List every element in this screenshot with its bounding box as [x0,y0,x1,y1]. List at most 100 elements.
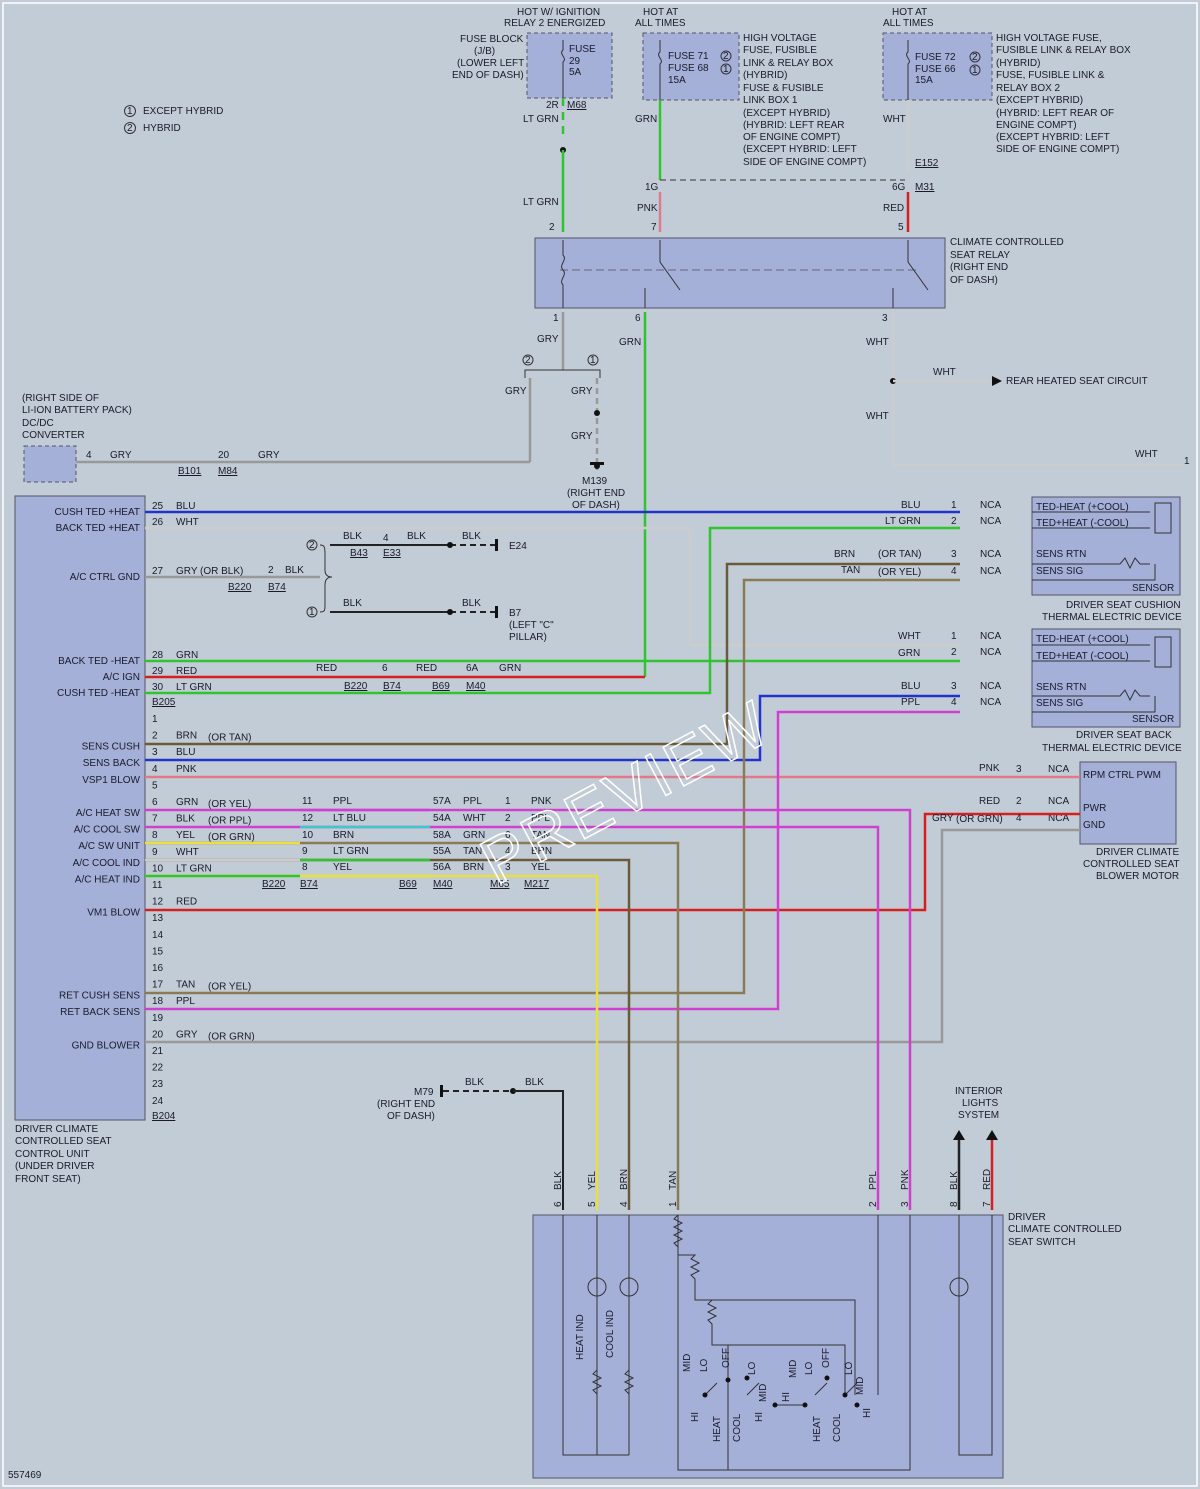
svg-text:WHT: WHT [866,411,889,422]
svg-text:5: 5 [898,222,904,233]
relay-output-wires: GRY 2 1 GRY GRY GRY M139 (RIGHT END OF D… [505,312,1190,677]
pin-wire-alt: (OR PPL) [208,816,251,827]
svg-text:E24: E24 [509,541,527,552]
pin-wire-color: GRN [176,797,198,808]
switch-pin-number: 7 [982,1201,993,1207]
pin-number: 11 [152,880,163,891]
pin-wire-color: LT GRN [176,682,212,693]
svg-text:4: 4 [383,533,389,544]
pin-wire-color: GRY [176,1029,198,1040]
switch-wire-label: PPL [868,1171,879,1190]
svg-text:58A: 58A [433,830,451,841]
svg-text:TAN: TAN [841,565,860,576]
svg-text:B220: B220 [344,681,368,692]
svg-text:RED: RED [316,663,337,674]
svg-text:55A: 55A [433,846,451,857]
svg-text:NCA: NCA [1048,796,1069,807]
svg-text:PWR: PWR [1083,803,1106,814]
svg-text:4: 4 [951,697,957,708]
svg-text:B204: B204 [152,1111,176,1122]
svg-text:B74: B74 [300,879,318,890]
pin-number: 6 [152,797,158,808]
harness-wires: RED 6 RED 6A GRN B220 B74 B69 M40 [145,510,1020,1210]
switch-wire-label: YEL [587,1171,598,1190]
svg-text:HEAT: HEAT [812,1416,823,1442]
led-icon [619,1277,639,1297]
pin-number: 9 [152,847,158,858]
fuse-box-1 [642,32,740,101]
pin-number: 22 [152,1063,164,1074]
svg-text:M40: M40 [466,681,486,692]
svg-text:(RIGHT END: (RIGHT END [950,262,1008,273]
svg-text:FUSE, FUSIBLE: FUSE, FUSIBLE [743,45,817,56]
svg-text:B220: B220 [262,879,286,890]
svg-text:8: 8 [302,862,308,873]
svg-text:FUSE & FUSIBLE: FUSE & FUSIBLE [743,83,824,94]
svg-text:WHT: WHT [883,114,906,125]
svg-text:BLK: BLK [462,531,481,542]
svg-text:HI: HI [754,1412,765,1422]
diagram-id: 557469 [8,1470,42,1481]
svg-text:12: 12 [302,813,314,824]
switch-wire-label: BLK [949,1171,960,1190]
pin-wire-color: BLU [176,501,195,512]
svg-text:YEL: YEL [333,862,352,873]
switch-pin-number: 6 [553,1201,564,1207]
svg-text:E33: E33 [383,548,401,559]
svg-text:COOL: COOL [732,1413,743,1442]
svg-text:PILLAR): PILLAR) [509,632,547,643]
svg-text:OF DASH): OF DASH) [387,1111,435,1122]
pin-number: 12 [152,897,164,908]
pin-wire-alt: (OR YEL) [208,799,251,810]
svg-text:TED+HEAT (-COOL): TED+HEAT (-COOL) [1036,518,1129,529]
pin-wire-color: BRN [176,731,197,742]
svg-text:1: 1 [309,607,315,618]
svg-text:2: 2 [951,647,957,658]
svg-text:NCA: NCA [1048,764,1069,775]
pin-number: 28 [152,650,164,661]
svg-text:B69: B69 [399,879,417,890]
svg-text:(HYBRID: LEFT REAR: (HYBRID: LEFT REAR [743,120,845,131]
svg-text:M217: M217 [524,879,549,890]
svg-text:2: 2 [525,355,531,366]
svg-text:EXCEPT HYBRID: EXCEPT HYBRID [143,106,223,117]
pin-number: 8 [152,830,158,841]
pin-number: 19 [152,1013,164,1024]
svg-text:BLK: BLK [462,598,481,609]
pin-name: BACK TED +HEAT [56,523,140,534]
pin-number: 18 [152,996,164,1007]
svg-text:GRN: GRN [463,830,485,841]
climate-seat-relay: CLIMATE CONTROLLED SEAT RELAY (RIGHT END… [534,237,1064,324]
svg-text:NCA: NCA [1048,813,1069,824]
svg-text:BLK: BLK [525,1077,544,1088]
svg-text:FUSE, FUSIBLE LINK &: FUSE, FUSIBLE LINK & [996,70,1105,81]
svg-text:2: 2 [309,540,315,551]
svg-text:INTERIOR: INTERIOR [955,1086,1003,1097]
pin-wire-color: LT GRN [176,863,212,874]
svg-text:HOT W/ IGNITION: HOT W/ IGNITION [517,7,600,18]
cushion-ted-device: TED-HEAT (+COOL) TED+HEAT (-COOL) SENS R… [834,496,1182,623]
svg-text:(HYBRID: LEFT REAR OF: (HYBRID: LEFT REAR OF [996,108,1114,119]
svg-text:REAR HEATED SEAT CIRCUIT: REAR HEATED SEAT CIRCUIT [1006,376,1148,387]
svg-text:LIGHTS: LIGHTS [962,1098,998,1109]
svg-text:THERMAL ELECTRIC DEVICE: THERMAL ELECTRIC DEVICE [1042,612,1182,623]
back-ted-device: TED-HEAT (+COOL) TED+HEAT (-COOL) SENS R… [898,628,1182,754]
svg-text:HOT AT: HOT AT [892,7,927,18]
pin-name: A/C HEAT IND [75,874,140,885]
switch-pin-number: 3 [900,1201,911,1207]
svg-text:(EXCEPT HYBRID): (EXCEPT HYBRID) [743,108,830,119]
svg-text:HI: HI [862,1408,873,1418]
svg-text:FUSE 71: FUSE 71 [668,51,709,62]
svg-text:3: 3 [882,313,888,324]
svg-text:2: 2 [549,222,555,233]
svg-text:MID: MID [855,1377,866,1395]
fuse-29-symbol [561,40,565,98]
svg-text:GRY: GRY [932,813,954,824]
pin-wire-color: PPL [176,996,195,1007]
svg-text:(HYBRID): (HYBRID) [996,58,1040,69]
svg-text:GRN: GRN [619,337,641,348]
svg-text:ALL TIMES: ALL TIMES [883,18,934,29]
pin-wire-alt: (OR GRN) [208,832,255,843]
svg-text:RED: RED [979,796,1000,807]
